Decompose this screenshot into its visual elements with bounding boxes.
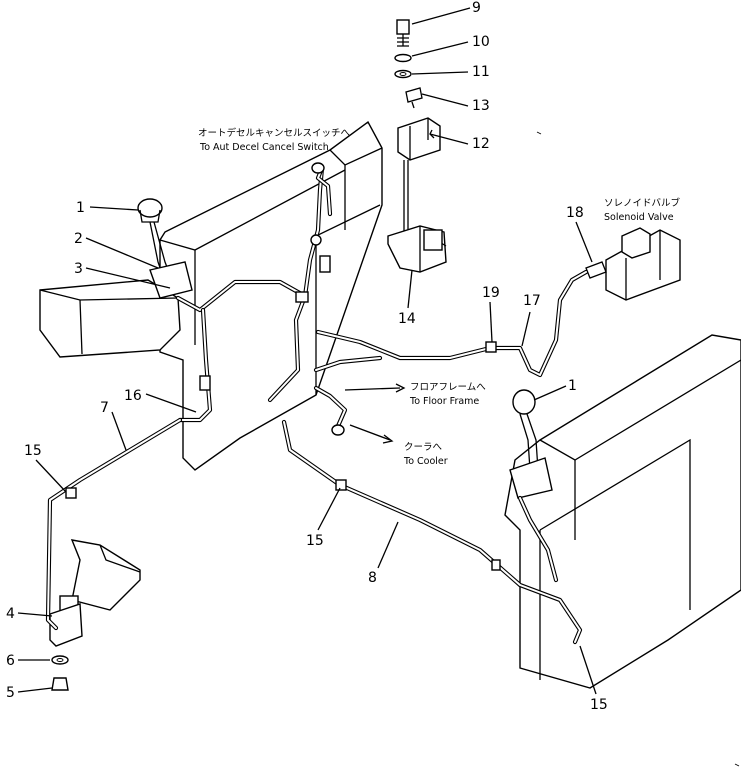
callout-3: 3 [74, 261, 83, 277]
callout-16: 16 [124, 388, 142, 404]
callout-11: 11 [472, 64, 490, 80]
callout-7: 7 [100, 400, 109, 416]
note-floor-arrow [344, 387, 401, 391]
callout-15-left: 15 [24, 443, 42, 459]
connectors [65, 162, 501, 571]
right-console [504, 334, 741, 689]
note-valve-en: Solenoid Valve [604, 212, 674, 223]
switch-bracket [387, 225, 447, 273]
callout-8: 8 [368, 570, 377, 586]
callout-13: 13 [472, 98, 490, 114]
callout-12: 12 [472, 136, 490, 152]
switch-assembly [394, 19, 441, 236]
callout-15-mid: 15 [306, 533, 324, 549]
callout-15-right: 15 [590, 697, 608, 713]
callout-6: 6 [6, 653, 15, 669]
left-armrest [39, 279, 181, 358]
callout-1-left: 1 [76, 200, 85, 216]
callout-18: 18 [566, 205, 584, 221]
right-control-lever [509, 389, 553, 499]
note-floor-en: To Floor Frame [409, 396, 479, 407]
callout-19: 19 [482, 285, 500, 301]
callout-14: 14 [398, 311, 416, 327]
callout-17: 17 [523, 293, 541, 309]
callout-4: 4 [6, 606, 15, 622]
callout-5: 5 [6, 685, 15, 701]
note-floor: フロアフレームへ To Floor Frame [344, 382, 486, 407]
left-console [159, 120, 383, 471]
callout-10: 10 [472, 34, 490, 50]
note-switch: オートデセルキャンセルスイッチへ To Aut Decel Cancel Swi… [198, 127, 351, 153]
note-switch-en: To Aut Decel Cancel Switch [199, 142, 329, 153]
note-cooler-jp: クーラへ [404, 442, 443, 453]
left-control-lever [137, 198, 193, 299]
callout-9: 9 [472, 0, 481, 16]
scan-marks [536, 131, 740, 767]
callouts: 9 10 11 13 12 14 18 17 19 1 1 2 3 16 7 1… [6, 0, 608, 713]
note-cooler: クーラへ To Cooler [349, 424, 448, 467]
note-cooler-en: To Cooler [403, 456, 448, 467]
lower-left-bracket [49, 539, 141, 691]
solenoid-valve [585, 227, 681, 301]
callout-2: 2 [74, 231, 83, 247]
callout-1-right: 1 [568, 378, 577, 394]
note-valve-jp: ソレノイドバルブ [604, 197, 681, 209]
note-floor-jp: フロアフレームへ [410, 382, 486, 393]
note-switch-jp: オートデセルキャンセルスイッチへ [198, 127, 351, 139]
note-valve: ソレノイドバルブ Solenoid Valve [604, 197, 681, 223]
